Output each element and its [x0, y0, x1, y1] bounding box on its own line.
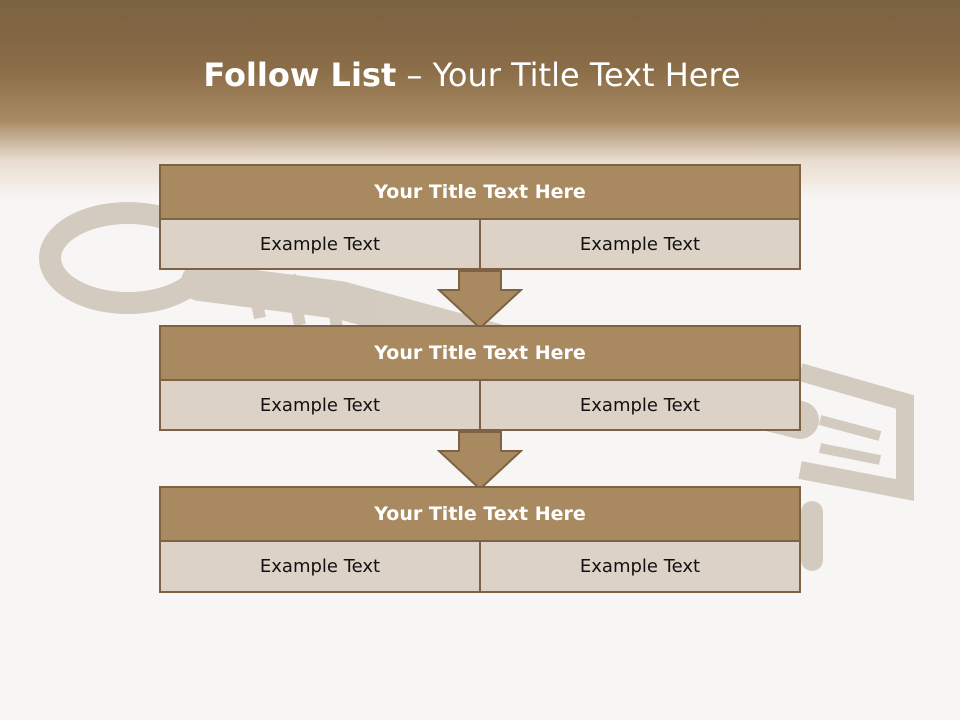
block-cell-left: Example Text: [159, 381, 481, 431]
down-arrow-icon: [437, 431, 523, 491]
slide-title-rest: – Your Title Text Here: [396, 56, 741, 94]
block-cell-right: Example Text: [481, 220, 801, 270]
block-cell-left: Example Text: [159, 542, 481, 593]
list-block-3: Your Title Text Here Example Text Exampl…: [159, 486, 801, 593]
slide-title-bold: Follow List: [203, 56, 397, 94]
block-title: Your Title Text Here: [159, 325, 801, 381]
block-title: Your Title Text Here: [159, 164, 801, 220]
block-row: Example Text Example Text: [159, 542, 801, 593]
block-row: Example Text Example Text: [159, 220, 801, 270]
block-cell-right: Example Text: [481, 381, 801, 431]
block-row: Example Text Example Text: [159, 381, 801, 431]
block-title: Your Title Text Here: [159, 486, 801, 542]
list-block-1: Your Title Text Here Example Text Exampl…: [159, 164, 801, 270]
down-arrow-icon: [437, 270, 523, 330]
block-cell-right: Example Text: [481, 542, 801, 593]
slide-title: Follow List – Your Title Text Here: [0, 56, 944, 94]
block-cell-left: Example Text: [159, 220, 481, 270]
list-block-2: Your Title Text Here Example Text Exampl…: [159, 325, 801, 431]
